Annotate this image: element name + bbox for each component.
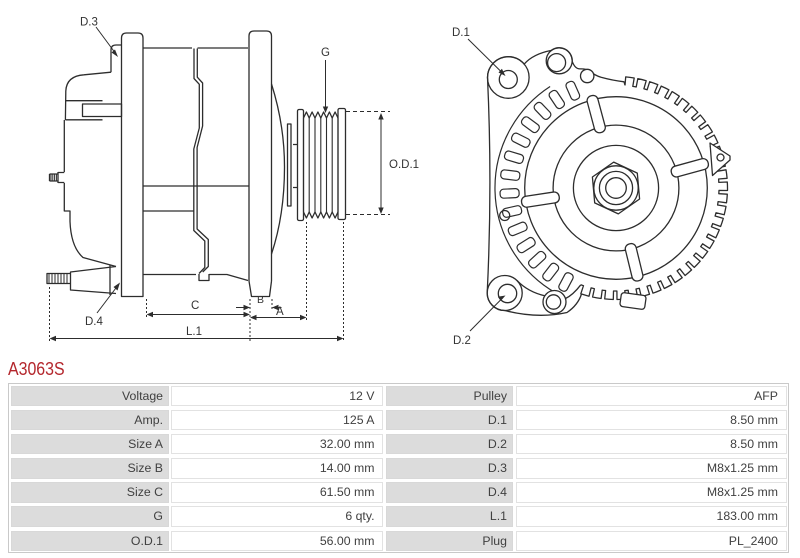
svg-text:D.3: D.3 [80,17,98,29]
svg-text:D.2: D.2 [453,335,471,347]
svg-text:L.1: L.1 [186,326,202,338]
svg-text:C: C [191,300,199,312]
svg-text:G: G [321,47,330,59]
svg-text:O.D.1: O.D.1 [389,159,419,171]
svg-text:B: B [257,294,264,306]
svg-text:D.1: D.1 [452,27,470,39]
svg-text:A: A [276,306,284,318]
svg-text:D.4: D.4 [85,316,104,328]
